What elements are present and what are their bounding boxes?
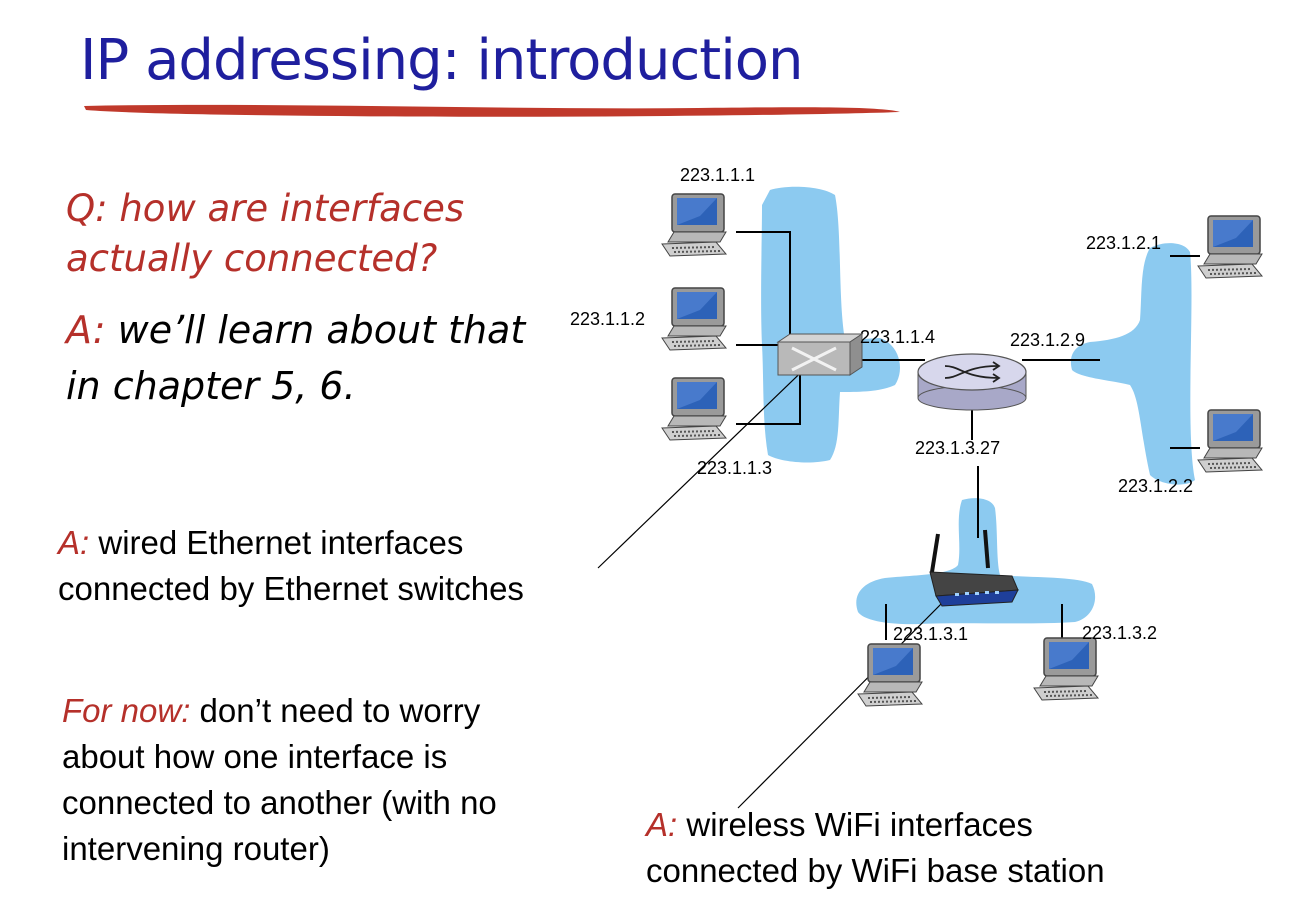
ethernet-answer: A: wired Ethernet interfaces connected b… — [58, 520, 524, 612]
ethernet-prefix: A: — [58, 524, 90, 561]
answer-prefix: A: — [66, 308, 106, 352]
wifi-line-2: connected by WiFi base station — [646, 852, 1105, 889]
for-now-prefix: For now: — [62, 692, 191, 729]
for-now-note: For now: don’t need to worry about how o… — [62, 688, 497, 872]
subnet-2-blob — [1070, 243, 1195, 485]
for-now-line-4: intervening router) — [62, 830, 330, 867]
title-underline — [84, 104, 900, 117]
addr-label-host-e: 223.1.2.2 — [1118, 476, 1193, 496]
host-computer-icon — [1033, 637, 1099, 701]
host-computer-icon — [1197, 409, 1263, 473]
addr-label-host-b: 223.1.1.2 — [570, 309, 645, 329]
addr-label-host-g: 223.1.3.2 — [1082, 623, 1157, 643]
answer-line-1: we’ll learn about that — [117, 308, 526, 352]
host-computer-icon — [661, 377, 727, 441]
addr-label-host-c: 223.1.1.3 — [697, 458, 772, 478]
for-now-line-3: connected to another (with no — [62, 784, 497, 821]
addr-label-host-d: 223.1.2.1 — [1086, 233, 1161, 253]
addr-label-host-f: 223.1.3.1 — [893, 624, 968, 644]
host-computer-icon — [661, 193, 727, 257]
answer-text: A: we’ll learn about that in chapter 5, … — [66, 302, 525, 414]
wifi-answer: A: wireless WiFi interfaces connected by… — [646, 802, 1105, 894]
subnet-1-blob — [761, 186, 900, 463]
question-line-2: actually connected? — [66, 237, 438, 280]
slide-title: IP addressing: introduction — [80, 28, 804, 93]
host-computer-icon — [661, 287, 727, 351]
ethernet-switch-icon — [776, 333, 864, 376]
ethernet-line-2: connected by Ethernet switches — [58, 570, 524, 607]
for-now-line-2: about how one interface is — [62, 738, 448, 775]
wifi-prefix: A: — [646, 806, 678, 843]
host-computer-icon — [1197, 215, 1263, 279]
host-computer-icon — [857, 643, 923, 707]
addr-label-host-a: 223.1.1.1 — [680, 165, 755, 185]
wifi-base-station-icon — [929, 529, 1019, 607]
ethernet-line-1: wired Ethernet interfaces — [98, 524, 464, 561]
addr-label-router-if2: 223.1.2.9 — [1010, 330, 1085, 350]
answer-line-2: in chapter 5, 6. — [66, 364, 356, 408]
subnet-3-blob — [856, 498, 1096, 625]
addr-label-router-if1: 223.1.1.4 — [860, 327, 935, 347]
question-line-1: Q: how are interfaces — [66, 187, 465, 230]
wifi-line-1: wireless WiFi interfaces — [686, 806, 1033, 843]
for-now-line-1: don’t need to worry — [199, 692, 481, 729]
addr-label-router-if3: 223.1.3.27 — [915, 438, 1000, 458]
router-icon — [917, 353, 1027, 411]
question-text: Q: how are interfaces actually connected… — [66, 184, 464, 284]
